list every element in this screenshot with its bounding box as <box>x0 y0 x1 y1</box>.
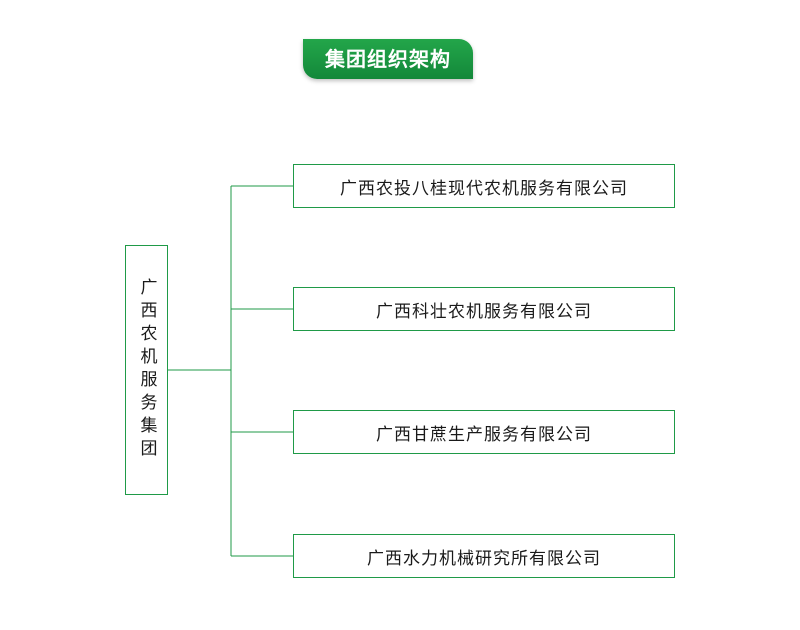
child-node-3: 广西甘蔗生产服务有限公司 <box>293 410 675 454</box>
child-node-1: 广西农投八桂现代农机服务有限公司 <box>293 164 675 208</box>
child-node-label: 广西科壮农机服务有限公司 <box>376 301 592 322</box>
child-node-4: 广西水力机械研究所有限公司 <box>293 534 675 578</box>
child-node-2: 广西科壮农机服务有限公司 <box>293 287 675 331</box>
org-chart-title: 集团组织架构 <box>303 39 473 79</box>
child-node-label: 广西水力机械研究所有限公司 <box>367 548 601 569</box>
root-node: 广西农机服务集团 <box>125 245 168 495</box>
child-node-label: 广西甘蔗生产服务有限公司 <box>376 424 592 445</box>
child-node-label: 广西农投八桂现代农机服务有限公司 <box>340 178 628 199</box>
root-node-label: 广西农机服务集团 <box>136 278 157 462</box>
